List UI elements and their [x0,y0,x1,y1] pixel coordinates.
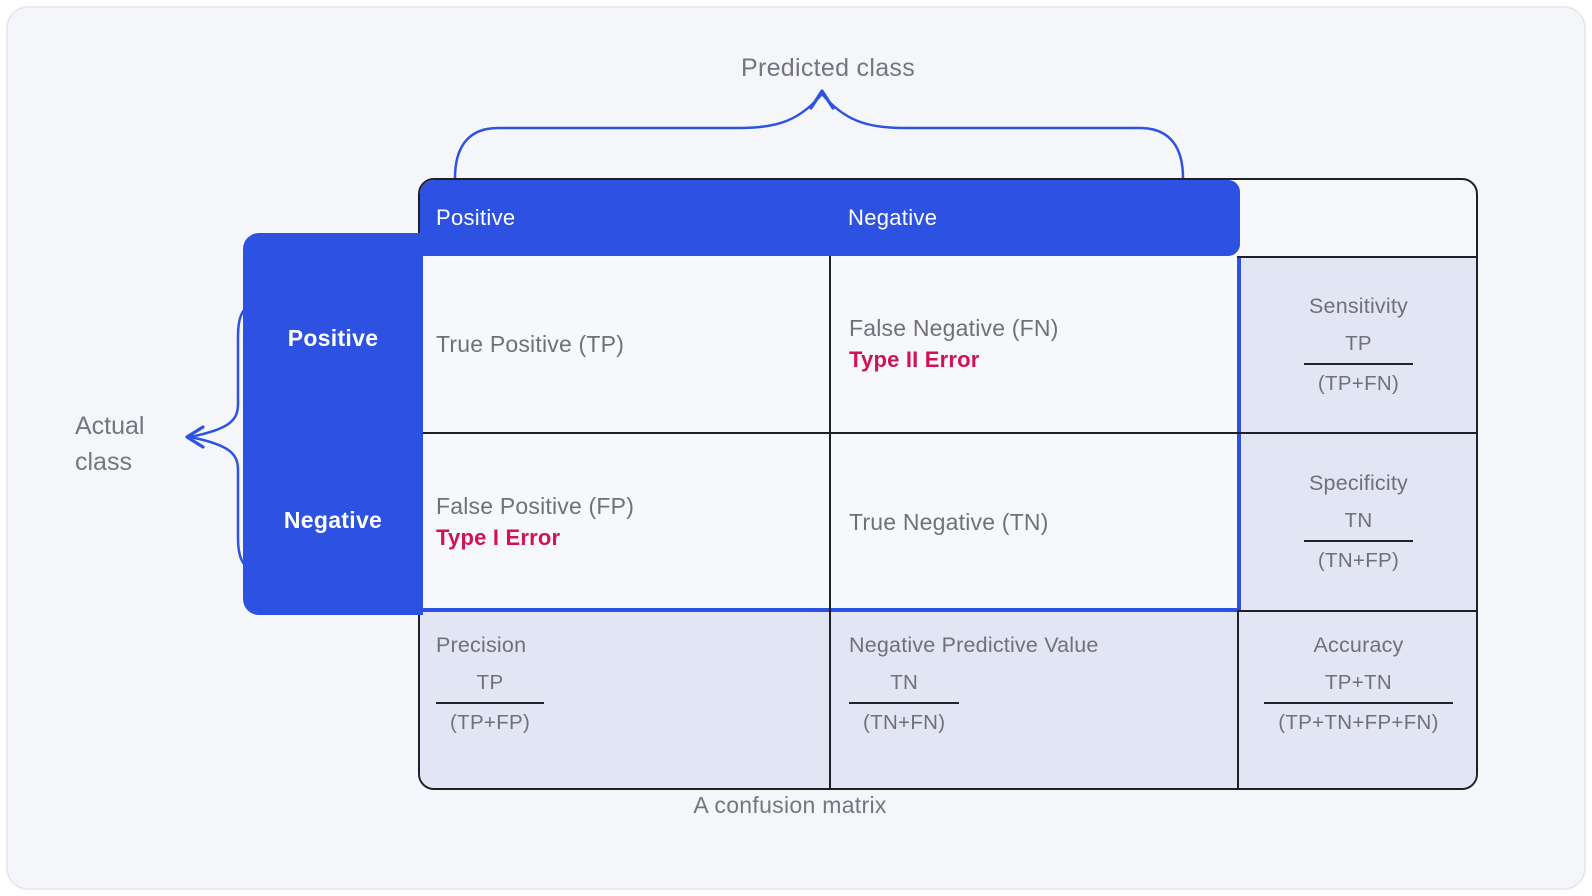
false-negative-label: False Negative (FN) [849,315,1059,341]
specificity-denominator: (TN+FP) [1317,549,1400,572]
cell-true-negative: True Negative (TN) [831,434,1237,610]
fraction-bar [849,702,960,704]
fraction-bar [1264,702,1453,704]
precision-numerator: TP [476,671,504,694]
type-2-error-label: Type II Error [849,347,980,372]
npv-label: Negative Predictive Value [849,633,1099,657]
fraction-bar [436,702,545,704]
fraction-bar [1303,540,1414,542]
sensitivity-numerator: TP [1345,332,1372,355]
npv-numerator: TN [890,671,919,694]
accuracy-label: Accuracy [1313,633,1404,657]
accuracy-cell-left-border [1237,610,1239,788]
cell-negative-predictive-value: Negative Predictive Value TN (TN+FN) [831,612,1237,788]
blue-divider-vertical [1237,256,1241,612]
true-positive-label: True Positive (TP) [436,330,625,357]
actual-class-label: Actual class [75,408,195,480]
precision-label: Precision [436,633,527,657]
metrics-column-background [1237,256,1476,612]
predicted-header-negative: Negative [848,205,938,230]
sensitivity-label: Sensitivity [1309,294,1408,318]
cell-false-negative: False Negative (FN) Type II Error [831,256,1237,432]
accuracy-cell-top-border [1237,610,1476,612]
actual-class-line2: class [75,448,132,476]
actual-header-negative: Negative [283,507,383,533]
metrics-column-row-divider [1237,432,1476,434]
precision-denominator: (TP+FP) [450,711,531,734]
accuracy-denominator: (TP+TN+FP+FN) [1278,711,1439,734]
cell-accuracy: Accuracy TP+TN (TP+TN+FP+FN) [1241,612,1476,788]
column-divider [829,256,831,788]
true-negative-label: True Negative (TN) [849,508,1049,535]
predicted-class-brace-arrow-icon [453,89,1185,180]
accuracy-formula: TP+TN (TP+TN+FP+FN) [1264,671,1453,735]
fraction-bar [1303,363,1414,365]
cell-true-positive: True Positive (TP) [420,256,829,432]
cell-specificity: Specificity TN (TN+FP) [1241,434,1476,610]
precision-formula: TP (TP+FP) [436,671,545,735]
sensitivity-denominator: (TP+FN) [1317,372,1400,395]
specificity-formula: TN (TN+FP) [1303,509,1414,573]
type-1-error-label: Type I Error [436,525,561,550]
cell-sensitivity: Sensitivity TP (TP+FN) [1241,258,1476,432]
predicted-header-positive: Positive [436,205,516,230]
row-divider [420,432,1237,434]
metrics-column-top-border [1237,256,1476,258]
false-positive-label: False Positive (FP) [436,493,635,519]
predicted-class-header-row: Positive Negative [420,180,1240,256]
cell-precision: Precision TP (TP+FP) [420,612,829,788]
accuracy-numerator: TP+TN [1324,671,1392,694]
npv-denominator: (TN+FN) [863,711,946,734]
sensitivity-formula: TP (TP+FN) [1303,332,1414,396]
metrics-row-background [420,610,1476,788]
actual-class-line1: Actual [75,412,145,440]
actual-class-header-column: Positive Negative [243,233,423,615]
predicted-class-label: Predicted class [740,54,916,82]
actual-class-brace-arrow-icon [185,302,254,572]
specificity-label: Specificity [1309,471,1408,495]
npv-formula: TN (TN+FN) [849,671,960,735]
specificity-numerator: TN [1344,509,1373,532]
actual-header-positive: Positive [287,325,379,351]
confusion-matrix-table: Positive Negative True Positive (TP) Fal… [418,178,1478,790]
cell-false-positive: False Positive (FP) Type I Error [420,434,829,610]
diagram-caption: A confusion matrix [693,792,887,818]
